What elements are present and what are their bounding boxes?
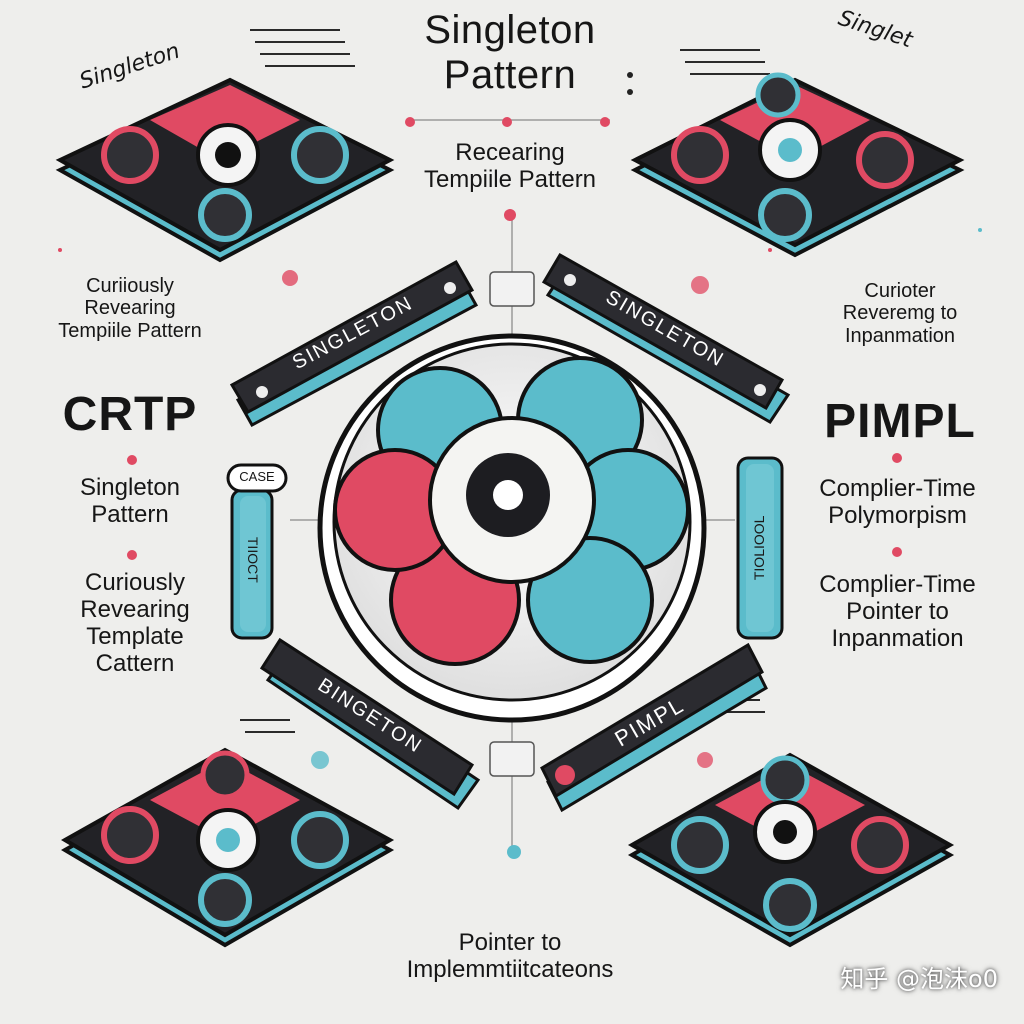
bottom-label: Pointer to Implemmtiitcateons	[406, 929, 614, 983]
watermark: 知乎 @泡沫o0	[840, 965, 998, 993]
central-disc	[317, 333, 707, 723]
right-label-3: Complier-Time Pointer to Inpanmation	[819, 571, 976, 652]
bar-bottom-right	[540, 642, 768, 813]
right-heading-pimpl: PIMPL	[824, 395, 976, 448]
diagram-title: Singleton Pattern	[424, 8, 596, 97]
panel-bottom-left	[61, 747, 395, 948]
panel-top-right	[630, 72, 965, 258]
right-label-1: Curioter Reveremg to Inpanmation	[842, 280, 958, 347]
tag-label-left: CASE	[239, 469, 275, 484]
left-label-1: Curiiously Revearing Tempiile Pattern	[58, 275, 202, 342]
left-label-2: Singleton Pattern	[79, 474, 181, 528]
bar-label-left-vertical: TIIOCT	[244, 536, 261, 583]
left-label-3: Curiously Revearing Template Cattern	[80, 569, 190, 677]
left-heading-crtp: CRTP	[62, 388, 198, 441]
bar-label-right-vertical: TIOLIOOL	[751, 515, 768, 581]
bar-top-left	[229, 259, 479, 428]
tag-left	[226, 463, 288, 493]
tag-mid-top	[489, 271, 535, 307]
bar-right-vertical	[736, 456, 784, 640]
decorative-dots	[58, 72, 982, 859]
bar-bottom-left	[259, 637, 481, 811]
diagram-subtitle: Recearing Tempiile Pattern	[423, 139, 597, 193]
right-label-2: Complier-Time Polymorpism	[819, 475, 976, 529]
panel-bottom-right	[627, 752, 955, 948]
bar-top-right	[541, 252, 791, 424]
panel-top-left	[55, 77, 395, 263]
tag-mid-bottom	[489, 741, 535, 777]
